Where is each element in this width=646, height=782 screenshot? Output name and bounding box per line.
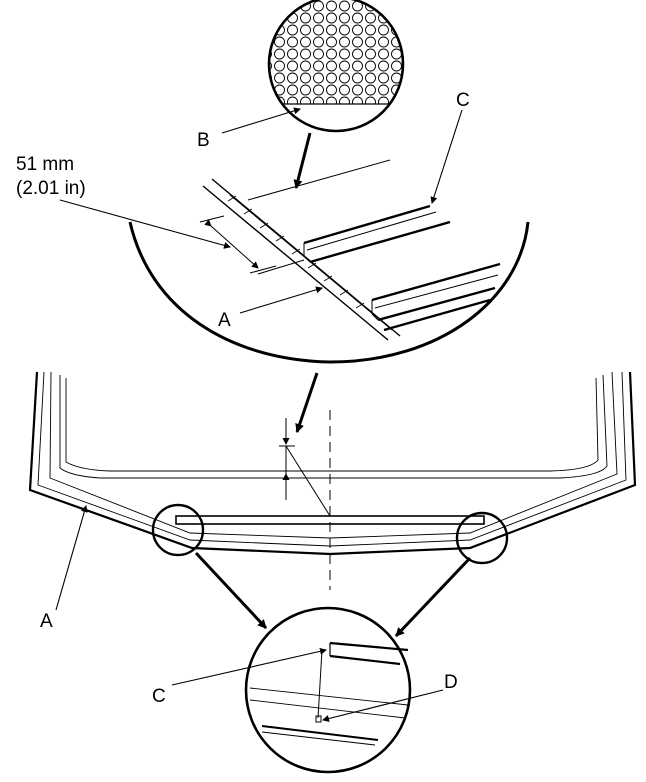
label-b: B <box>197 130 210 151</box>
label-a-top: A <box>218 310 231 331</box>
lens-to-windshield-arrow <box>295 372 319 433</box>
end-detail-circle <box>244 606 412 774</box>
leader-d <box>322 689 444 722</box>
label-measurement-mm: 51 mm <box>16 154 74 175</box>
leader-c-top <box>430 109 463 204</box>
left-end-arrow <box>194 551 268 630</box>
adhesive-detail-circle <box>267 0 405 133</box>
label-d: D <box>444 672 458 693</box>
label-c-top: C <box>456 90 470 111</box>
leader-a-left <box>55 505 88 611</box>
leader-measurement <box>59 199 231 249</box>
right-end-arrow <box>394 556 472 638</box>
windshield-outline <box>28 371 637 590</box>
leader-c-bottom <box>171 647 327 686</box>
molding-detail-view <box>128 159 530 364</box>
label-a-left: A <box>40 611 53 632</box>
label-measurement-in: (2.01 in) <box>16 178 86 199</box>
leader-b <box>221 107 301 134</box>
top-circle-arrow <box>293 132 312 189</box>
label-c-bottom: C <box>152 686 166 707</box>
leader-a-top <box>239 286 323 314</box>
